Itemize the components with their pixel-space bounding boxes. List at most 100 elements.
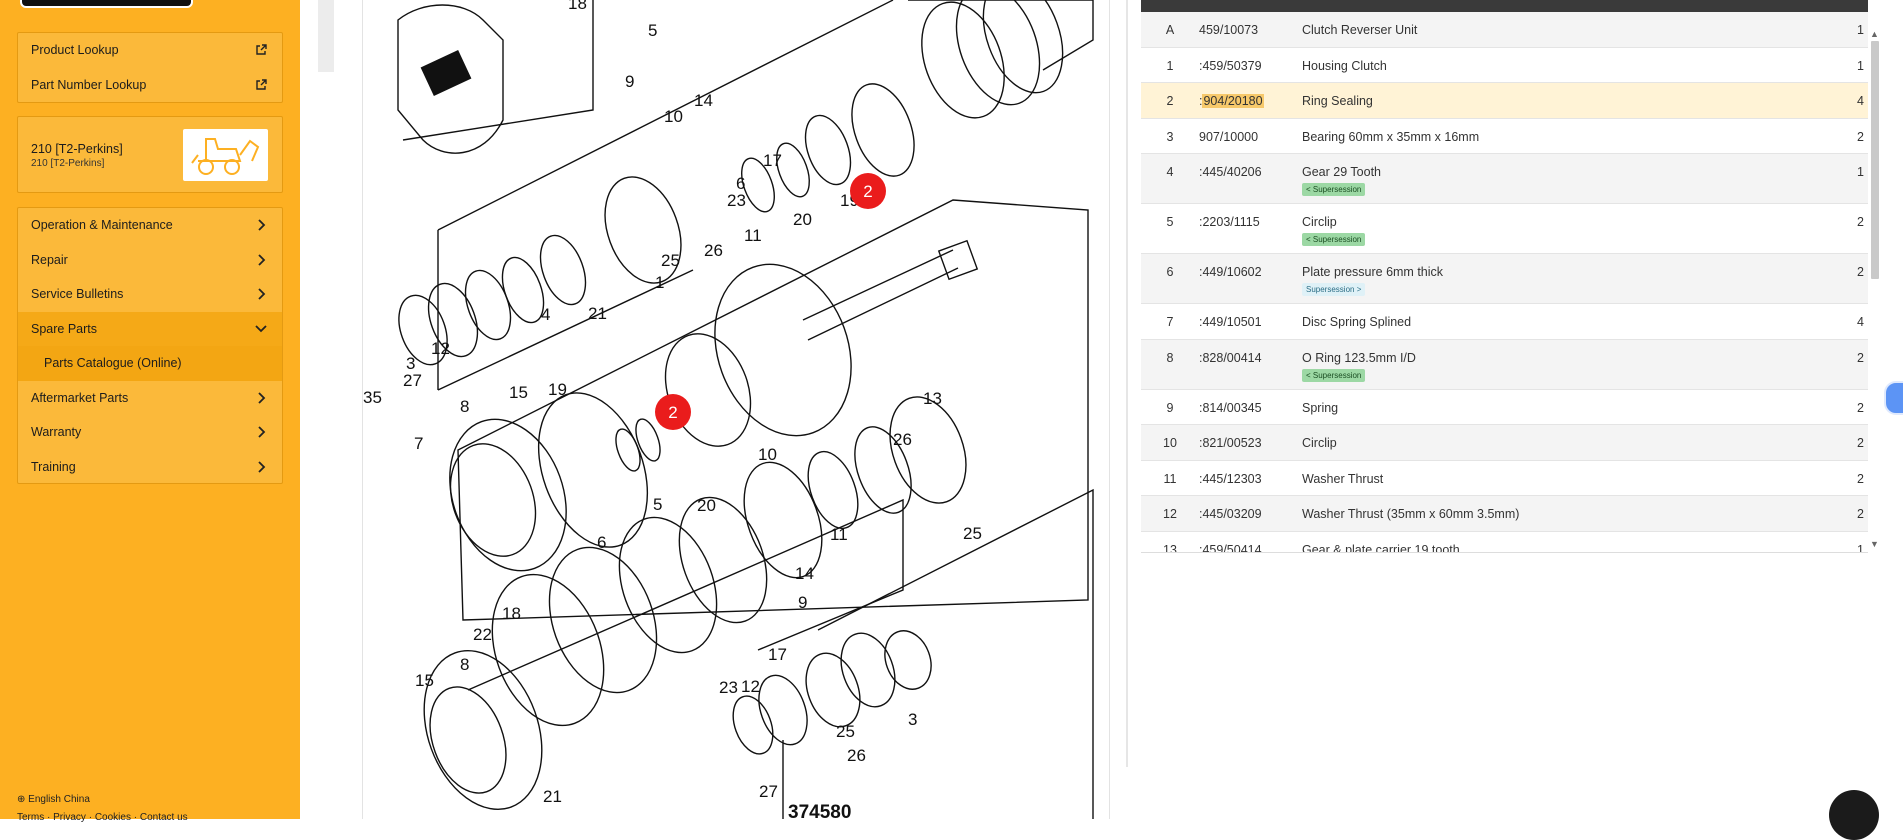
- item-number-label: 5: [653, 495, 662, 514]
- item-number-label: 20: [793, 210, 812, 229]
- part-number-cell[interactable]: :2203/1115: [1199, 204, 1302, 229]
- machine-title: 210 [T2-Perkins]: [31, 141, 123, 156]
- menu-warranty[interactable]: Warranty: [18, 415, 282, 450]
- scroll-down-icon[interactable]: ▼: [1870, 539, 1879, 549]
- part-number-cell[interactable]: :459/50414: [1199, 532, 1302, 553]
- chevron-right-icon: [254, 460, 268, 474]
- menu-parts-catalogue-online[interactable]: Parts Catalogue (Online): [18, 346, 282, 381]
- item-number-label: 3: [406, 354, 415, 373]
- part-number-cell[interactable]: :449/10501: [1199, 304, 1302, 329]
- feedback-tab[interactable]: [1884, 381, 1903, 415]
- description-text: Washer Thrust: [1302, 471, 1384, 486]
- part-number-highlight: 904/20180: [1202, 94, 1264, 108]
- supersession-badge[interactable]: Supersession >: [1302, 283, 1366, 296]
- scroll-up-icon[interactable]: ▲: [1870, 29, 1879, 39]
- menu-service-bulletins[interactable]: Service Bulletins: [18, 277, 282, 312]
- item-number-label: 9: [798, 593, 807, 612]
- description-text: Washer Thrust (35mm x 60mm 3.5mm): [1302, 507, 1520, 521]
- menu-label: Operation & Maintenance: [31, 218, 173, 233]
- ref-cell: 6: [1166, 265, 1174, 279]
- part-number: :814/00345: [1199, 400, 1262, 415]
- part-number-cell[interactable]: 907/10000: [1199, 119, 1302, 144]
- supersession-badge[interactable]: < Supersession: [1302, 368, 1366, 382]
- panel-divider[interactable]: [1126, 0, 1128, 767]
- menu-training[interactable]: Training: [18, 450, 282, 485]
- ref-cell: 8: [1166, 350, 1174, 365]
- part-number-cell[interactable]: :445/40206: [1199, 154, 1302, 179]
- part-number-cell[interactable]: :828/00414: [1199, 340, 1302, 365]
- ref-cell: 11: [1163, 471, 1177, 486]
- part-number: :445/03209: [1199, 507, 1262, 521]
- description-text: Gear & plate carrier 19 tooth: [1302, 542, 1460, 553]
- globe-icon: ⊕: [17, 794, 26, 805]
- machine-card[interactable]: 210 [T2-Perkins] 210 [T2-Perkins]: [17, 116, 283, 193]
- item-number-label: 17: [763, 151, 782, 170]
- chevron-right-icon: [254, 253, 268, 267]
- language-selector[interactable]: ⊕ English China: [17, 794, 90, 805]
- qty-cell: 1: [1857, 58, 1864, 73]
- menu-operation-maintenance[interactable]: Operation & Maintenance: [18, 208, 282, 243]
- callout-2-lower[interactable]: 2: [655, 394, 691, 430]
- item-number-label: 19: [548, 380, 567, 399]
- part-number-cell[interactable]: :459/50379: [1199, 48, 1302, 73]
- item-number-label: 6: [736, 174, 745, 193]
- qty-cell: 1: [1857, 542, 1864, 553]
- part-number-cell[interactable]: :445/03209: [1199, 496, 1302, 521]
- description-text: O Ring 123.5mm I/D: [1302, 350, 1416, 365]
- item-number-label: 10: [664, 107, 683, 126]
- ref-cell: 9: [1166, 400, 1174, 415]
- menu-spare-parts[interactable]: Spare Parts: [18, 311, 282, 346]
- chat-button[interactable]: [1829, 790, 1879, 840]
- item-number-label: 26: [893, 430, 912, 449]
- part-number-cell[interactable]: 459/10073: [1199, 12, 1302, 37]
- item-number-label: 6: [597, 533, 606, 552]
- item-number-label: 25: [963, 524, 982, 543]
- footer-link-contact[interactable]: Contact us: [139, 812, 188, 823]
- part-number-cell[interactable]: :445/12303: [1199, 461, 1302, 486]
- part-number: :459/50379: [1199, 58, 1262, 73]
- part-number-cell[interactable]: :814/00345: [1199, 390, 1302, 415]
- table-scrollbar[interactable]: ▲ ▼: [1868, 29, 1882, 553]
- part-number-lookup-link[interactable]: Part Number Lookup: [18, 68, 282, 103]
- product-lookup-link[interactable]: Product Lookup: [18, 33, 282, 68]
- description-cell: Washer Thrust (35mm x 60mm 3.5mm): [1302, 496, 1848, 521]
- menu-aftermarket-parts[interactable]: Aftermarket Parts: [18, 381, 282, 416]
- jcb-logo[interactable]: [20, 0, 193, 8]
- scrollbar-thumb[interactable]: [1871, 41, 1879, 279]
- supersession-badge[interactable]: < Supersession: [1302, 233, 1366, 246]
- collapsed-panel[interactable]: [318, 0, 334, 72]
- callout-2-upper[interactable]: 2: [850, 173, 886, 209]
- item-number-label: 5: [648, 21, 657, 40]
- footer-link-cookies[interactable]: Cookies: [94, 812, 131, 823]
- part-number-cell[interactable]: :821/00523: [1199, 425, 1302, 450]
- description-cell: Clutch Reverser Unit: [1302, 12, 1848, 37]
- part-number-cell[interactable]: :904/20180: [1199, 83, 1302, 108]
- qty-cell: 2: [1857, 350, 1864, 365]
- part-number: :445/12303: [1199, 471, 1262, 486]
- language-label: English China: [28, 794, 90, 805]
- part-number-cell[interactable]: :449/10602: [1199, 254, 1302, 279]
- main-menu: Operation & Maintenance Repair Service B…: [17, 207, 283, 484]
- chevron-right-icon: [254, 391, 268, 405]
- menu-repair[interactable]: Repair: [18, 243, 282, 278]
- footer-link-privacy[interactable]: Privacy: [53, 812, 86, 823]
- supersession-badge[interactable]: < Supersession: [1302, 183, 1366, 196]
- footer-link-terms[interactable]: Terms: [17, 812, 45, 823]
